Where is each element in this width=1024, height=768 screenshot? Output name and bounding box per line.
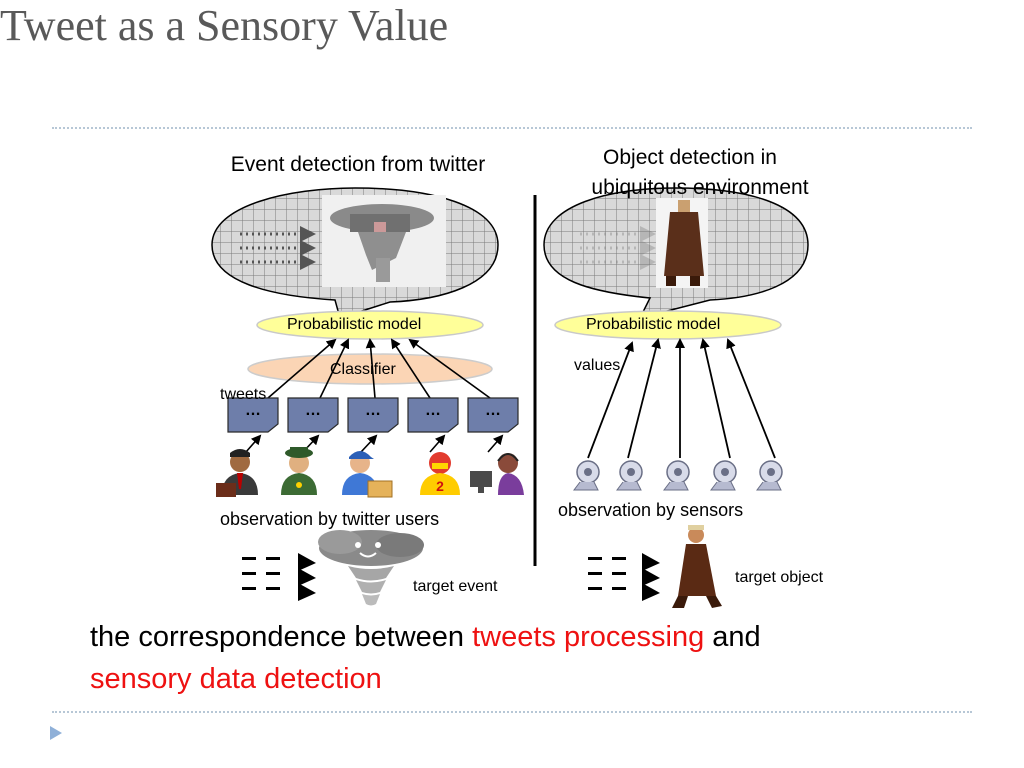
caption-highlight-sensory: sensory data detection bbox=[90, 663, 382, 695]
left-classifier-arrows bbox=[267, 338, 491, 399]
title-divider bbox=[52, 127, 972, 129]
target-event-label: target event bbox=[413, 578, 498, 595]
delivery-man-icon bbox=[342, 451, 393, 498]
tweet-glyph: … bbox=[245, 402, 261, 419]
values-label: values bbox=[574, 357, 621, 374]
businessman-icon bbox=[216, 449, 258, 497]
signal-arrows-icon bbox=[240, 226, 316, 270]
tweet-glyph: … bbox=[485, 402, 501, 419]
signal-arrows-icon bbox=[588, 553, 660, 601]
footer-divider bbox=[52, 711, 972, 713]
user-to-tweet-arrows bbox=[245, 434, 504, 453]
left-observers-label: observation by twitter users bbox=[220, 509, 440, 529]
signal-arrows-icon bbox=[242, 553, 316, 601]
person-walking-icon bbox=[672, 525, 722, 608]
tweet-box: … bbox=[287, 397, 339, 433]
right-sensor-arrows bbox=[587, 338, 776, 459]
webcam-icon bbox=[710, 460, 737, 491]
tornado-icon bbox=[318, 530, 424, 606]
tweet-glyph: … bbox=[365, 402, 381, 419]
webcam-icon bbox=[663, 460, 690, 491]
slide-marker-icon bbox=[50, 726, 62, 740]
pixelated-person-image bbox=[656, 198, 708, 288]
slide-caption: the correspondence between tweets proces… bbox=[90, 616, 950, 700]
soldier-icon bbox=[281, 447, 317, 495]
left-model-label: Probabilistic model bbox=[287, 316, 422, 333]
sensors bbox=[573, 460, 783, 491]
right-panel-heading-line2: ubiquitous environment bbox=[591, 176, 809, 199]
tweet-glyph: … bbox=[425, 402, 441, 419]
pixelated-tornado-image bbox=[322, 195, 446, 287]
right-model-label: Probabilistic model bbox=[586, 316, 721, 333]
caption-highlight-tweets: tweets processing bbox=[472, 621, 705, 653]
target-object-label: target object bbox=[735, 569, 824, 586]
tweet-boxes: … … … … … bbox=[227, 397, 519, 433]
right-observers-label: observation by sensors bbox=[558, 500, 744, 520]
racer-icon: 2 bbox=[420, 452, 460, 495]
webcam-icon bbox=[616, 460, 643, 491]
tweet-box: … bbox=[407, 397, 459, 433]
tweet-glyph: … bbox=[305, 402, 321, 419]
caption-text-and: and bbox=[704, 621, 761, 653]
operator-icon bbox=[470, 453, 524, 495]
tweets-label: tweets bbox=[220, 386, 267, 403]
caption-text: the correspondence between bbox=[90, 621, 473, 653]
tweet-box: … bbox=[467, 397, 519, 433]
classifier-label: Classifier bbox=[330, 361, 396, 378]
tweet-box: … bbox=[347, 397, 399, 433]
right-probabilistic-model-node bbox=[554, 310, 782, 340]
svg-text:2: 2 bbox=[436, 478, 444, 494]
right-panel-heading-line1: Object detection in bbox=[603, 146, 777, 169]
slide-title: Tweet as a Sensory Value bbox=[0, 1, 449, 50]
webcam-icon bbox=[573, 460, 600, 491]
webcam-icon bbox=[756, 460, 783, 491]
tweet-box: … bbox=[227, 397, 279, 433]
faded-signal-arrows-icon bbox=[580, 226, 656, 270]
left-panel-heading: Event detection from twitter bbox=[230, 153, 486, 176]
